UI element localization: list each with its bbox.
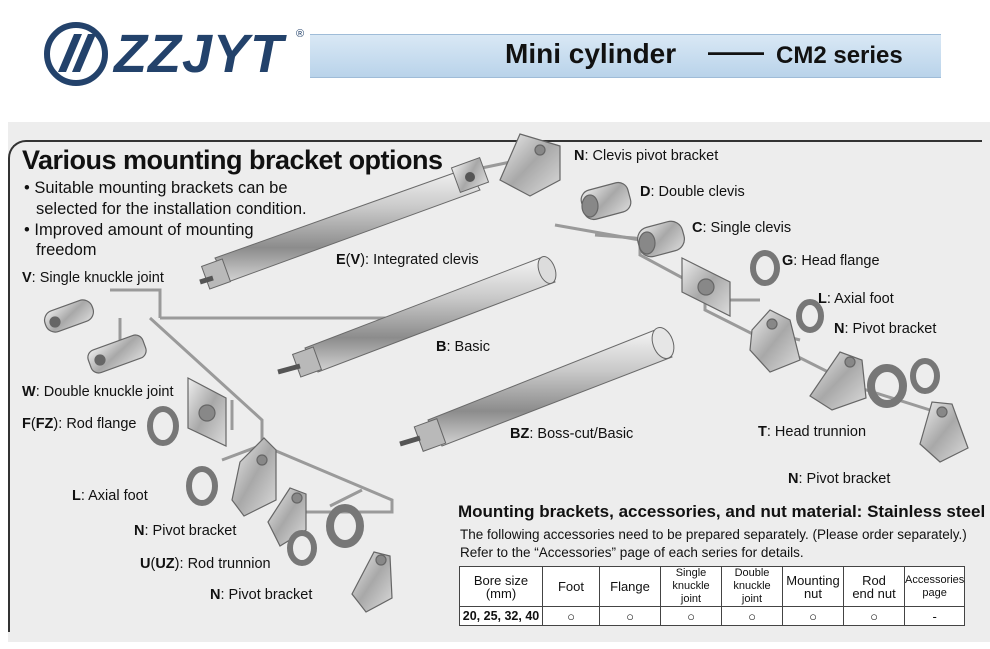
left-accessories	[43, 299, 393, 613]
label-pivot-bracket-left-2: N: Pivot bracket	[210, 587, 313, 603]
label-double-clevis: D: Double clevis	[640, 184, 745, 200]
th-bore-size: Bore size(mm)	[459, 566, 543, 607]
head-trunnion-icon	[867, 364, 907, 408]
table-row: 20, 25, 32, 40 ○ ○ ○ ○ ○ ○ -	[459, 606, 966, 626]
label-rod-flange: F(FZ): Rod flange	[22, 416, 137, 432]
label-clevis-pivot-bracket: N: Clevis pivot bracket	[574, 148, 719, 164]
axial-foot-icon	[231, 437, 277, 517]
brand-name: ZZJYT	[114, 24, 285, 84]
material-note-2: Refer to the “Accessories” page of each …	[460, 545, 804, 560]
label-single-clevis: C: Single clevis	[692, 220, 792, 236]
page-title: Mini cylinder	[505, 38, 677, 69]
cell-double-knuckle: ○	[721, 606, 783, 626]
cell-mounting-nut: ○	[782, 606, 844, 626]
bullet-line-1: • Suitable mounting brackets can be	[24, 179, 288, 197]
label-rod-trunnion: U(UZ): Rod trunnion	[140, 556, 271, 572]
label-single-knuckle-joint: V: Single knuckle joint	[22, 270, 164, 286]
single-knuckle-joint-icon	[43, 299, 95, 333]
material-title: Mounting brackets, accessories, and nut …	[458, 502, 986, 521]
cell-accessories-page: -	[903, 606, 966, 626]
pivot-bracket-right-icon	[809, 351, 867, 411]
series-name: CM2 series	[776, 42, 903, 69]
rod-trunnion-nut-icon	[287, 530, 317, 566]
rod-trunnion-icon	[326, 504, 364, 548]
title-band	[310, 34, 941, 78]
section-heading: Various mounting bracket options	[22, 145, 443, 175]
rod-flange-nut-icon	[147, 406, 179, 446]
th-flange: Flange	[599, 566, 661, 607]
th-foot: Foot	[542, 566, 600, 607]
head-flange-nut-icon	[750, 250, 780, 286]
double-clevis-icon	[580, 181, 632, 221]
label-head-flange: G: Head flange	[782, 253, 880, 269]
cell-bore: 20, 25, 32, 40	[459, 606, 543, 626]
brand-logo: ZZJYT ®	[44, 22, 306, 86]
right-accessories	[499, 133, 969, 463]
single-clevis-icon	[636, 220, 686, 258]
bullet-line-2: selected for the installation condition.	[36, 200, 307, 218]
cell-single-knuckle: ○	[660, 606, 722, 626]
head-trunnion-nut-icon	[910, 358, 940, 394]
head-flange-icon	[681, 257, 731, 317]
panel-frame	[8, 140, 982, 632]
title-dash: ——	[708, 36, 764, 67]
bullet-line-3: • Improved amount of mounting	[24, 221, 254, 239]
cell-foot: ○	[542, 606, 600, 626]
bullet-line-4: freedom	[36, 241, 97, 259]
logo-mark-icon	[44, 22, 108, 86]
label-pivot-bracket-left-1: N: Pivot bracket	[134, 523, 237, 539]
cylinder-integrated-clevis	[199, 157, 490, 290]
registered-mark: ®	[296, 28, 305, 40]
label-axial-foot-right: L: Axial foot	[818, 291, 894, 307]
clevis-pivot-bracket-icon	[499, 133, 561, 197]
label-axial-foot-left: L: Axial foot	[72, 488, 148, 504]
label-basic: B: Basic	[436, 339, 490, 355]
double-knuckle-joint-icon	[87, 334, 147, 374]
label-boss-cut: BZ: Boss-cut/Basic	[510, 426, 634, 442]
label-double-knuckle-joint: W: Double knuckle joint	[22, 384, 174, 400]
pivot-bracket-icon-2	[351, 551, 393, 613]
label-pivot-bracket-right-2: N: Pivot bracket	[788, 471, 891, 487]
cell-flange: ○	[599, 606, 661, 626]
axial-foot-nut-right-icon	[796, 299, 824, 333]
axial-foot-nut-icon	[186, 466, 218, 506]
material-note-1: The following accessories need to be pre…	[460, 527, 967, 542]
cylinder-boss-cut	[399, 327, 675, 452]
cell-rod-end-nut: ○	[843, 606, 905, 626]
axial-foot-right-icon	[749, 309, 801, 373]
rod-flange-icon	[187, 377, 227, 447]
label-integrated-clevis: E(V): Integrated clevis	[336, 252, 479, 268]
label-pivot-bracket-right-1: N: Pivot bracket	[834, 321, 937, 337]
pivot-bracket-right-2-icon	[919, 401, 969, 463]
label-head-trunnion: T: Head trunnion	[758, 424, 867, 440]
cylinder-basic	[277, 256, 557, 378]
